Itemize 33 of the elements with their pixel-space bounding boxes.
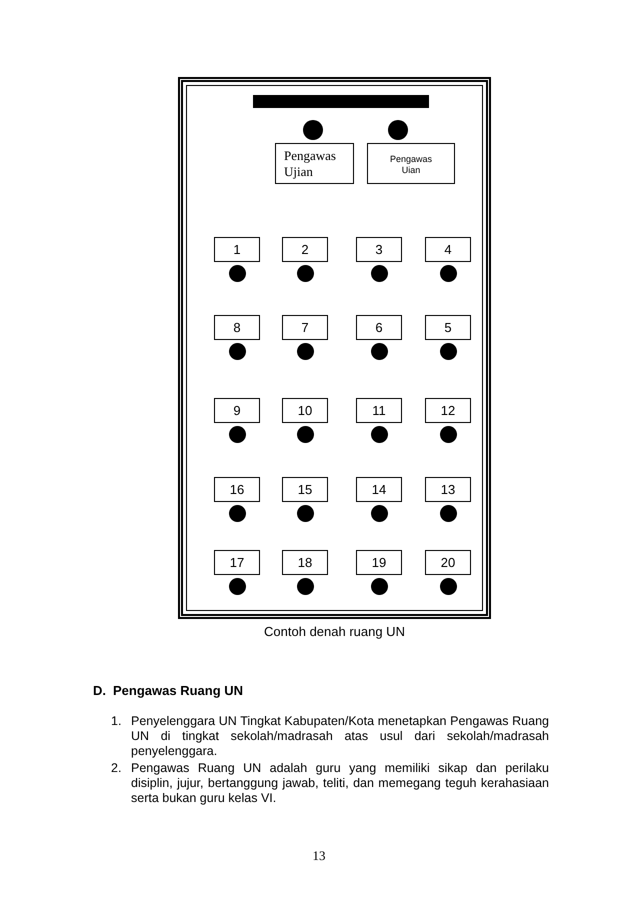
desk-box: 4 xyxy=(425,237,471,262)
desk-box: 13 xyxy=(425,477,471,502)
desk-box: 16 xyxy=(214,477,260,502)
desk-box: 5 xyxy=(425,315,471,340)
desk-box: 18 xyxy=(282,550,328,575)
section-heading: Pengawas Ruang UN xyxy=(113,683,244,698)
desk-box: 14 xyxy=(356,477,402,502)
list-number: 2. xyxy=(111,761,122,776)
diagram-caption: Contoh denah ruang UN xyxy=(263,624,406,639)
list-item-text: Pengawas Ruang UN adalah guru yang memiliki sikap dan perilaku disiplin, jujur, bertanggung jawab, teliti, dan memegang teguh kerahasiaan serta bukan guru kelas VI. xyxy=(131,761,549,806)
desk-box: 20 xyxy=(425,550,471,575)
supervisor-desk-box xyxy=(367,143,455,184)
section-letter: D. xyxy=(93,683,106,698)
desk-box: 15 xyxy=(282,477,328,502)
desk-box: 10 xyxy=(282,398,328,423)
list-item-text: Penyelenggara UN Tingkat Kabupaten/Kota menetapkan Pengawas Ruang UN di tingkat sekolah/madrasah atas usul dari sekolah/madrasah penyelenggara. xyxy=(131,714,549,759)
desk-box: 9 xyxy=(214,398,260,423)
desk-box: 11 xyxy=(356,398,402,423)
page-number: 13 xyxy=(312,848,326,863)
supervisor-label: Pengawas Uian xyxy=(388,154,434,176)
supervisor-label: Pengawas Ujian xyxy=(284,148,337,180)
desk-box: 17 xyxy=(214,550,260,575)
desk-box: 3 xyxy=(356,237,402,262)
desk-box: 12 xyxy=(425,398,471,423)
desk-box: 2 xyxy=(282,237,328,262)
desk-box: 1 xyxy=(214,237,260,262)
desk-box: 19 xyxy=(356,550,402,575)
supervisor-desk-box xyxy=(275,143,354,184)
desk-box: 7 xyxy=(282,315,328,340)
desk-box: 8 xyxy=(214,315,260,340)
list-number: 1. xyxy=(111,714,122,729)
desk-box: 6 xyxy=(356,315,402,340)
room-outline xyxy=(178,77,491,619)
